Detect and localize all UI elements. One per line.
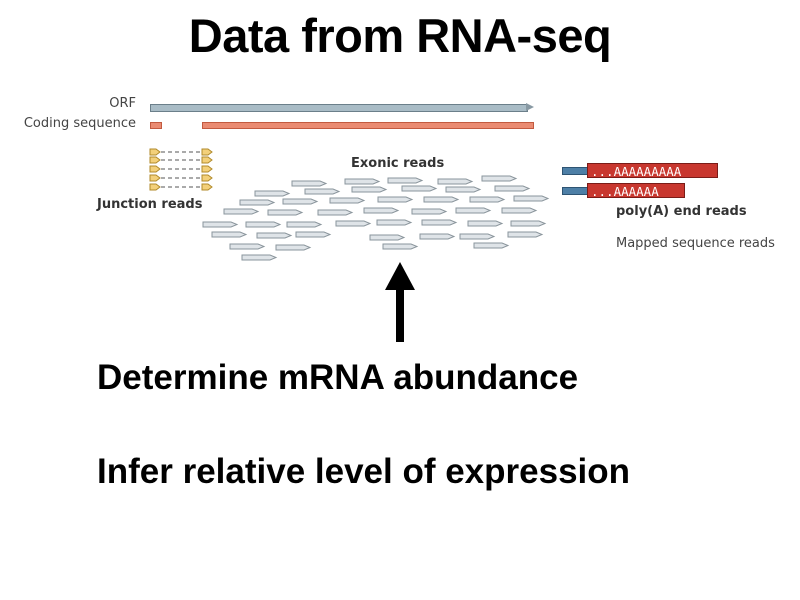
exonic-read-30 xyxy=(376,219,413,226)
up-arrow-shaft xyxy=(396,288,404,342)
exonic-read-31 xyxy=(421,219,458,226)
exonic-read-16 xyxy=(423,196,460,203)
exonic-read-32 xyxy=(467,220,504,227)
exonic-read-33 xyxy=(510,220,547,227)
exonic-read-7 xyxy=(304,188,341,195)
exonic-read-5 xyxy=(481,175,518,182)
exonic-read-8 xyxy=(351,186,388,193)
exonic-read-18 xyxy=(513,195,550,202)
exonic-read-21 xyxy=(317,209,354,216)
statement-mrna-abundance: Determine mRNA abundance xyxy=(97,358,579,397)
exonic-read-10 xyxy=(445,186,482,193)
coding-sequence-segment-2 xyxy=(202,122,534,129)
statement-relative-expression: Infer relative level of expression xyxy=(97,452,631,491)
junction-read-5 xyxy=(149,183,213,191)
slide-title: Data from RNA-seq xyxy=(188,9,612,62)
exonic-read-36 xyxy=(295,231,332,238)
exonic-read-42 xyxy=(275,244,312,251)
junction-read-1 xyxy=(149,148,213,156)
exonic-read-20 xyxy=(267,209,304,216)
exonic-read-1 xyxy=(291,180,328,187)
exonic-read-23 xyxy=(411,208,448,215)
up-arrow-icon xyxy=(385,262,415,290)
orf-arrow-tip xyxy=(526,103,534,111)
junction-read-2 xyxy=(149,156,213,164)
polya-read-tail xyxy=(562,167,588,175)
exonic-read-19 xyxy=(223,208,260,215)
exonic-read-25 xyxy=(501,207,538,214)
junction-read-3 xyxy=(149,165,213,173)
coding-sequence-segment-1 xyxy=(150,122,162,129)
exonic-read-2 xyxy=(344,178,381,185)
orf-label: ORF xyxy=(109,96,136,111)
junction-reads-label: Junction reads xyxy=(97,197,203,212)
polya-sequence-box: ...AAAAAAAAA xyxy=(587,163,718,179)
exonic-read-24 xyxy=(455,207,492,214)
coding-sequence-label: Coding sequence xyxy=(23,116,136,131)
exonic-read-37 xyxy=(369,234,406,241)
exonic-read-6 xyxy=(254,190,291,197)
exonic-read-14 xyxy=(329,197,366,204)
exonic-read-27 xyxy=(245,221,282,228)
polya-end-reads-label: poly(A) end reads xyxy=(616,204,747,219)
exonic-read-4 xyxy=(437,178,474,185)
exonic-read-40 xyxy=(507,231,544,238)
exonic-read-41 xyxy=(229,243,266,250)
exonic-read-44 xyxy=(473,242,510,249)
polya-read-tail xyxy=(562,187,588,195)
junction-read-4 xyxy=(149,174,213,182)
exonic-read-34 xyxy=(211,231,248,238)
exonic-read-17 xyxy=(469,196,506,203)
exonic-read-12 xyxy=(239,199,276,206)
exonic-read-38 xyxy=(419,233,456,240)
exonic-read-45 xyxy=(241,254,278,261)
exonic-read-43 xyxy=(382,243,419,250)
exonic-read-39 xyxy=(459,233,496,240)
exonic-read-26 xyxy=(202,221,239,228)
exonic-read-35 xyxy=(256,232,293,239)
exonic-read-15 xyxy=(377,196,414,203)
exonic-reads-label: Exonic reads xyxy=(351,156,445,171)
exonic-read-9 xyxy=(401,185,438,192)
exonic-read-28 xyxy=(286,221,323,228)
exonic-read-22 xyxy=(363,207,400,214)
mapped-sequence-reads-label: Mapped sequence reads xyxy=(616,236,775,251)
exonic-read-11 xyxy=(494,185,531,192)
polya-sequence-box: ...AAAAAA xyxy=(587,183,685,199)
exonic-read-3 xyxy=(387,177,424,184)
exonic-read-29 xyxy=(335,220,372,227)
exonic-read-13 xyxy=(282,198,319,205)
